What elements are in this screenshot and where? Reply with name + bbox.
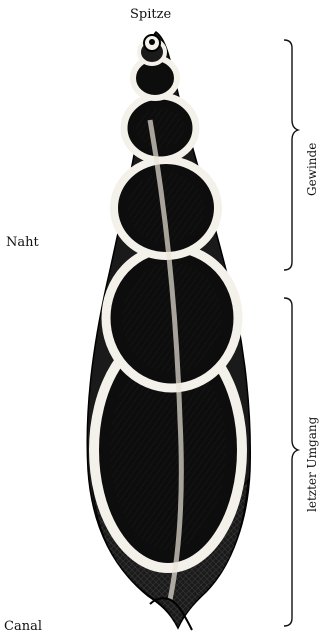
- suture-label: Naht: [6, 236, 39, 249]
- whorl-inner-2: [136, 108, 184, 148]
- body-whorl-label: letzter Umgang: [306, 417, 318, 512]
- apex-tip: [149, 39, 155, 45]
- body-whorl-bracket: [284, 298, 298, 626]
- apex-label: Spitze: [130, 8, 171, 21]
- canal-label: Canal: [4, 620, 42, 633]
- spire-bracket: [284, 40, 298, 270]
- spire-label: Gewinde: [306, 143, 318, 196]
